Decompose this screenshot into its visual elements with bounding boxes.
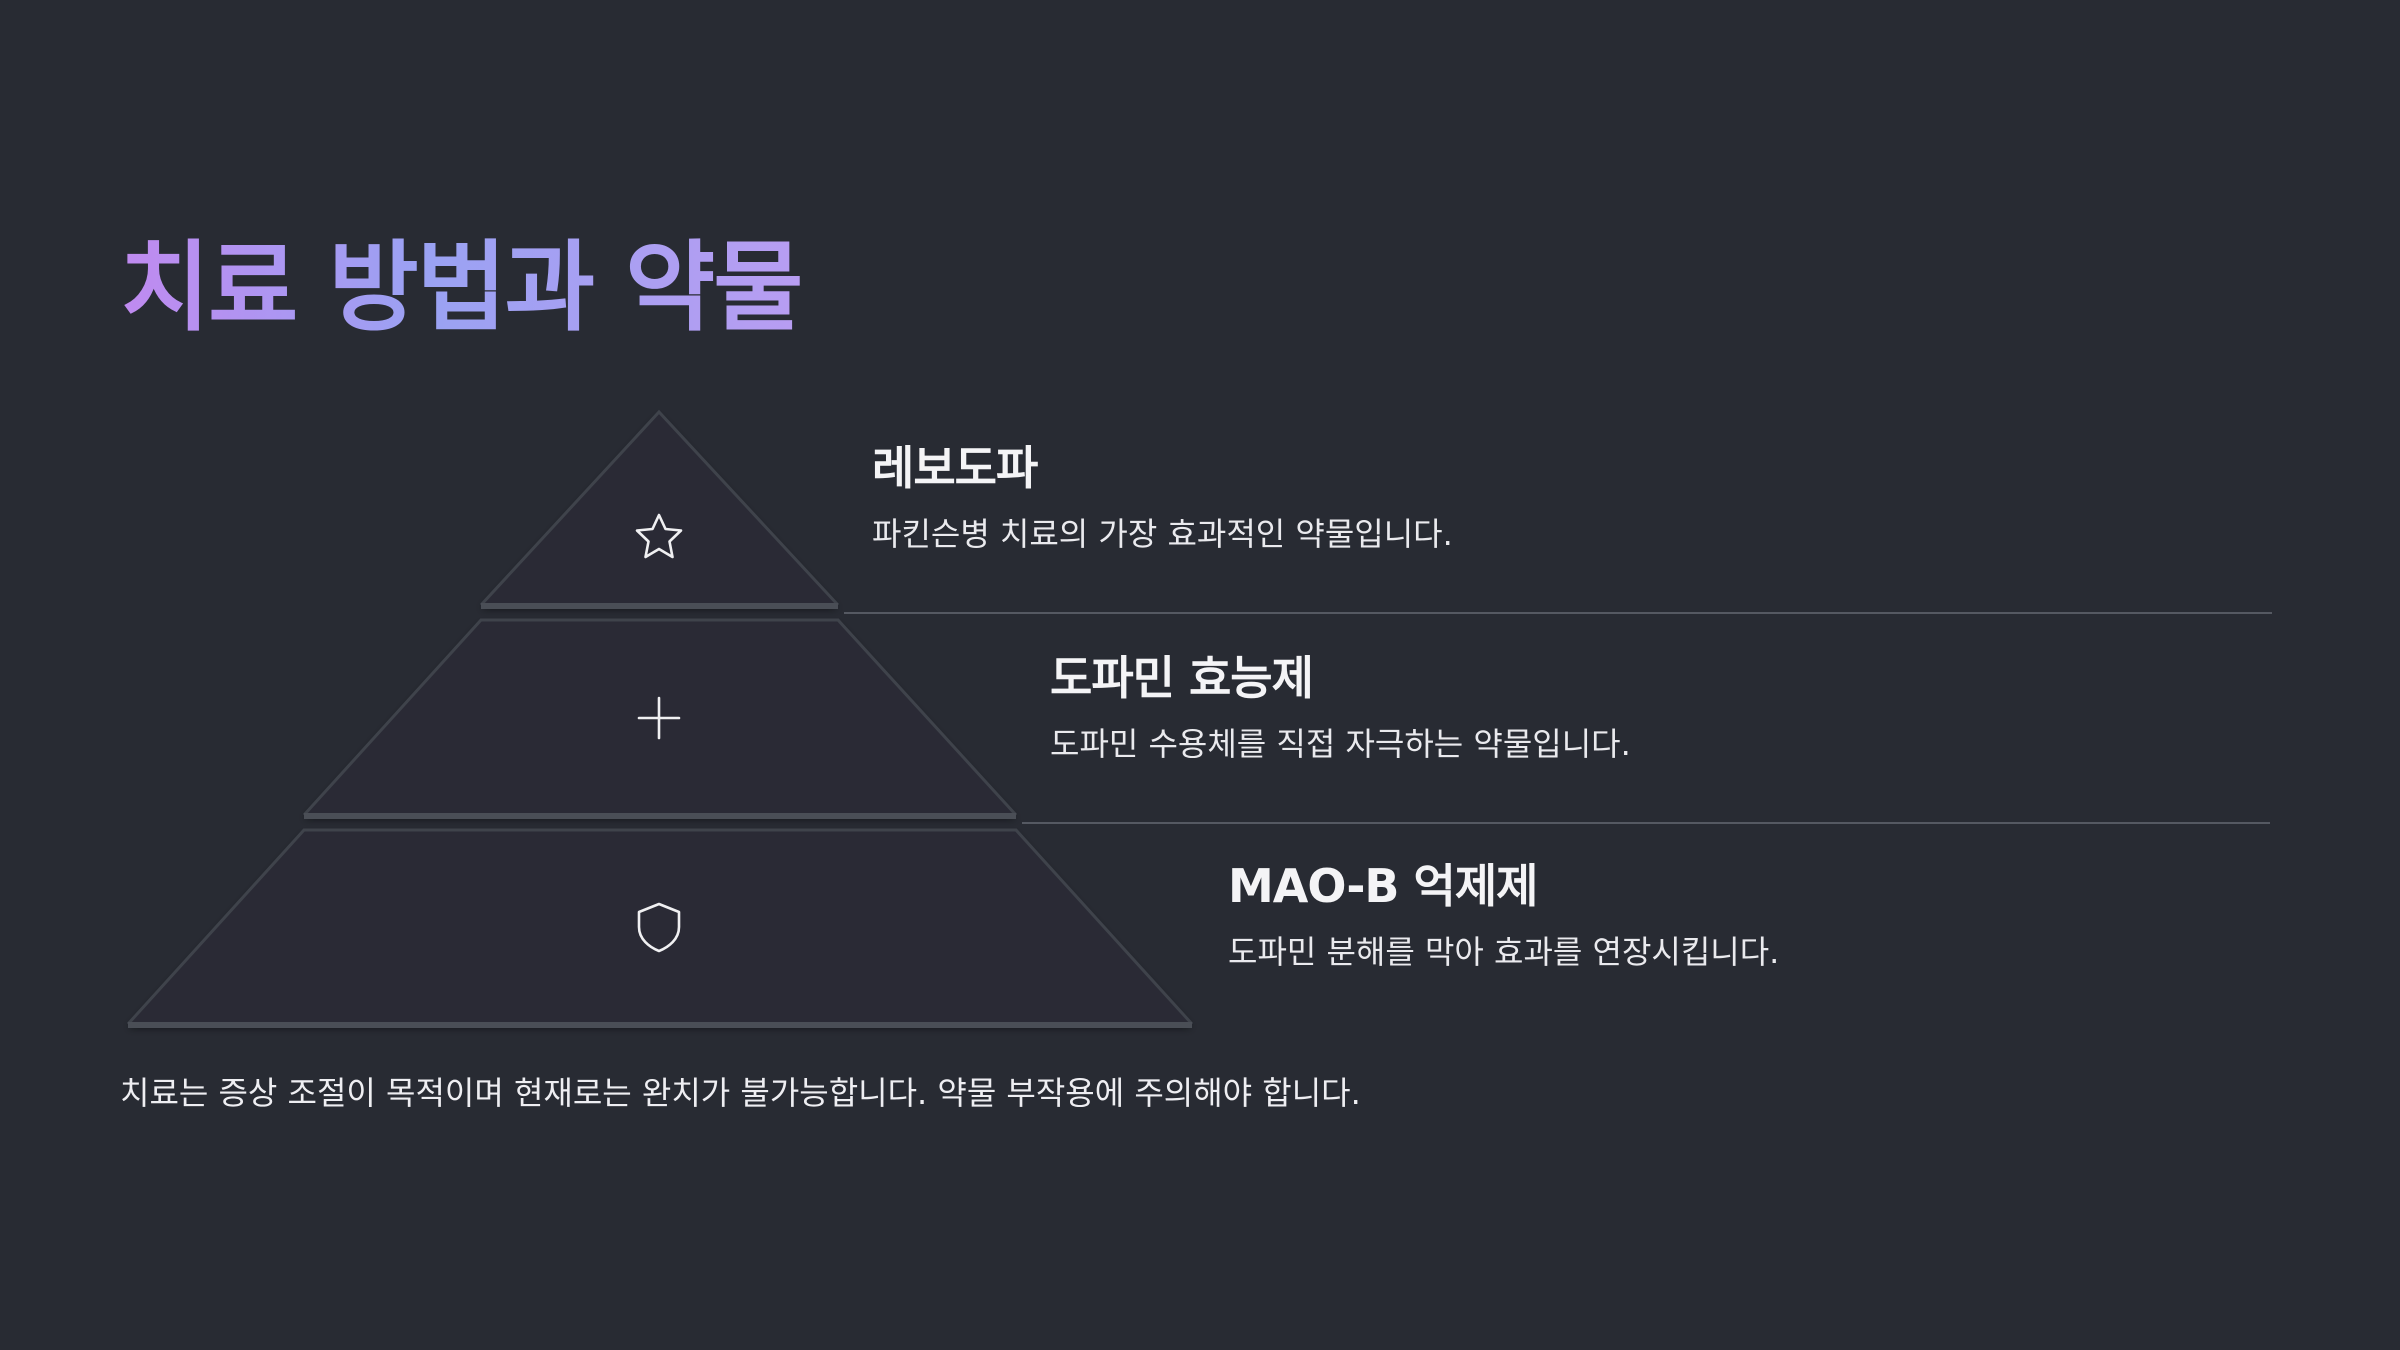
tier-3-description: 도파민 분해를 막아 효과를 연장시킵니다. [1228, 933, 1780, 971]
tier-3-text: MAO-B 억제제 도파민 분해를 막아 효과를 연장시킵니다. [1228, 858, 1779, 972]
page-title: 치료 방법과 약물 [120, 228, 803, 348]
footer-note: 치료는 증상 조절이 목적이며 현재로는 완치가 불가능합니다. 약물 부작용에… [120, 1074, 1361, 1112]
pyramid-tier-top [479, 409, 840, 609]
pyramid-tier-bottom [126, 828, 1194, 1028]
divider-2 [1022, 822, 2270, 824]
star-icon [635, 513, 683, 559]
tier-1-title: 레보도파 [872, 441, 1038, 495]
divider-1 [844, 612, 2272, 614]
tier-2-description: 도파민 수용체를 직접 자극하는 약물입니다. [1050, 725, 1631, 763]
tier-1-text: 레보도파 파킨슨병 치료의 가장 효과적인 약물입니다. [872, 440, 1453, 554]
tier-3-title: MAO-B 억제제 [1228, 859, 1538, 913]
tier-1-description: 파킨슨병 치료의 가장 효과적인 약물입니다. [872, 515, 1453, 553]
shield-icon [637, 902, 681, 953]
tier-2-title: 도파민 효능제 [1050, 651, 1314, 705]
tier-2-text: 도파민 효능제 도파민 수용체를 직접 자극하는 약물입니다. [1050, 650, 1631, 764]
plus-icon [637, 696, 681, 740]
